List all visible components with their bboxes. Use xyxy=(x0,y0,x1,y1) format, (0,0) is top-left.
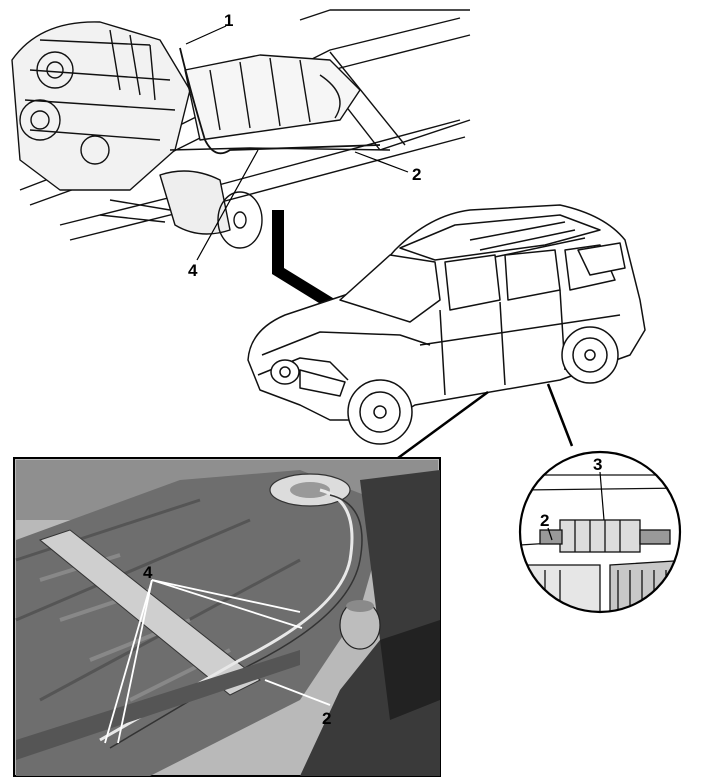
photo-callout-lines xyxy=(104,579,331,744)
engine-chassis-illustration xyxy=(11,9,471,249)
suv-illustration xyxy=(247,204,646,445)
detail-callout-lines xyxy=(547,471,605,541)
underbody-photo-panel xyxy=(13,457,441,777)
callout-3-detail: 3 xyxy=(593,455,602,474)
callout-2-photo: 2 xyxy=(322,709,331,728)
callout-4-photo: 4 xyxy=(143,563,153,582)
engine-callouts xyxy=(185,25,409,261)
callout-2-top: 2 xyxy=(412,165,421,184)
callout-1-top: 1 xyxy=(224,11,233,30)
callout-4-top: 4 xyxy=(188,261,198,280)
callout-2-detail: 2 xyxy=(540,511,549,530)
detail-pointers xyxy=(397,383,574,460)
fuel-pump-detail-circle xyxy=(518,450,682,614)
